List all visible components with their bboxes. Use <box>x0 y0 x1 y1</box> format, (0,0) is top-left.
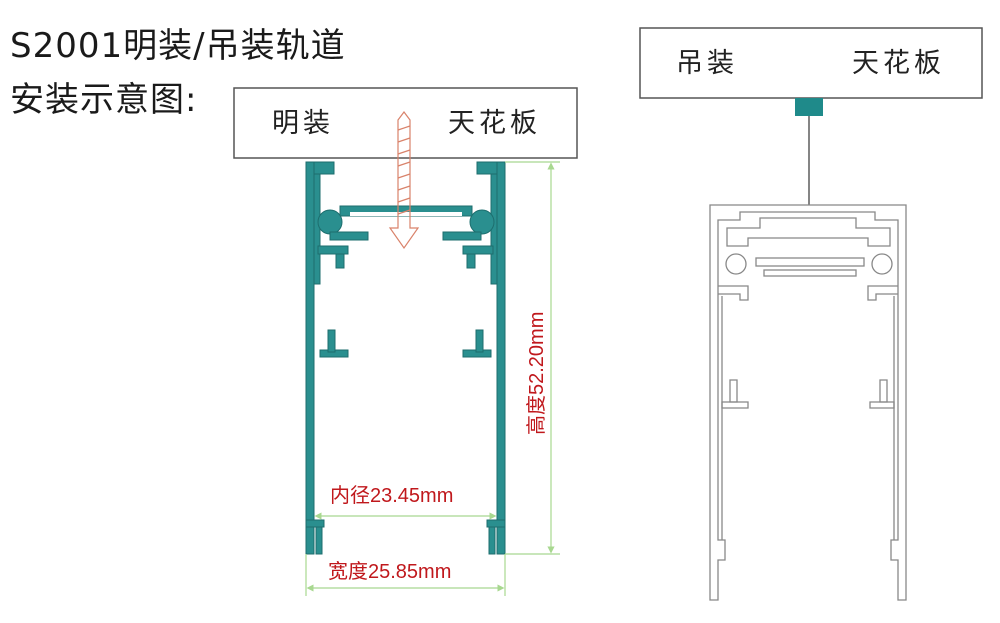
height-dim-label: 高度52.20mm <box>525 312 548 435</box>
right-box-suspend-label: 吊装 <box>676 48 738 79</box>
left-box-mount-label: 明装 <box>272 108 334 139</box>
left-box-ceiling-label: 天花板 <box>448 108 541 139</box>
right-track-profile <box>709 204 907 601</box>
height-dimension <box>505 161 560 555</box>
left-ceiling-box <box>233 87 578 159</box>
title-line-1: S2001明装/吊装轨道 <box>10 26 346 66</box>
inner-dim-label: 内径23.45mm <box>330 484 453 507</box>
right-box-ceiling-label: 天花板 <box>852 48 945 79</box>
hanger-block <box>795 98 823 116</box>
width-dimension <box>305 554 506 596</box>
right-suspend-diagram: 吊装 天花板 <box>639 27 983 601</box>
right-ceiling-box <box>639 27 983 99</box>
screw-icon <box>388 111 420 250</box>
title-line-2: 安装示意图: <box>10 80 198 120</box>
width-dim-label: 宽度25.85mm <box>328 560 451 583</box>
left-mount-diagram: 明装 天花板 <box>233 87 578 596</box>
